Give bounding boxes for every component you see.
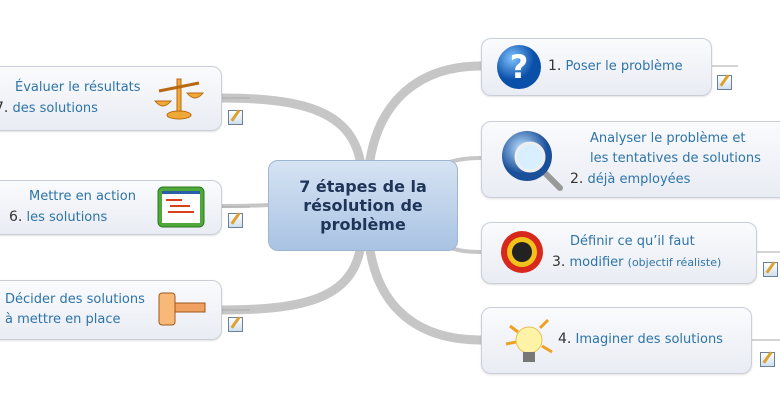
topic-4-imaginer[interactable]: 4. Imaginer des solutions	[481, 307, 752, 374]
note-icon[interactable]	[228, 317, 243, 332]
central-topic[interactable]: 7 étapes de la résolution de problème	[268, 160, 458, 251]
note-icon[interactable]	[760, 352, 775, 367]
gavel-icon	[158, 292, 206, 326]
note-icon[interactable]	[717, 75, 732, 90]
note-icon[interactable]	[228, 110, 243, 125]
topic-1-poser-probleme[interactable]: ? 1. Poser le problème	[481, 38, 712, 96]
branch-6	[218, 203, 270, 208]
topic-7-evaluer[interactable]: Évaluer le résultats7. des solutions	[0, 66, 222, 131]
magnifier-globe-icon	[502, 131, 563, 191]
branch-5	[215, 245, 365, 315]
lightbulb-icon	[505, 318, 553, 362]
branch-4	[365, 245, 486, 345]
note-icon[interactable]	[763, 262, 778, 277]
note-icon[interactable]	[228, 213, 243, 228]
branch-1	[365, 61, 486, 165]
svg-text:?: ?	[510, 48, 529, 86]
scales-icon	[153, 78, 205, 120]
question-icon: ?	[497, 45, 541, 89]
target-icon	[501, 231, 543, 273]
branch-7	[215, 93, 365, 165]
gantt-chart-icon	[157, 186, 205, 228]
